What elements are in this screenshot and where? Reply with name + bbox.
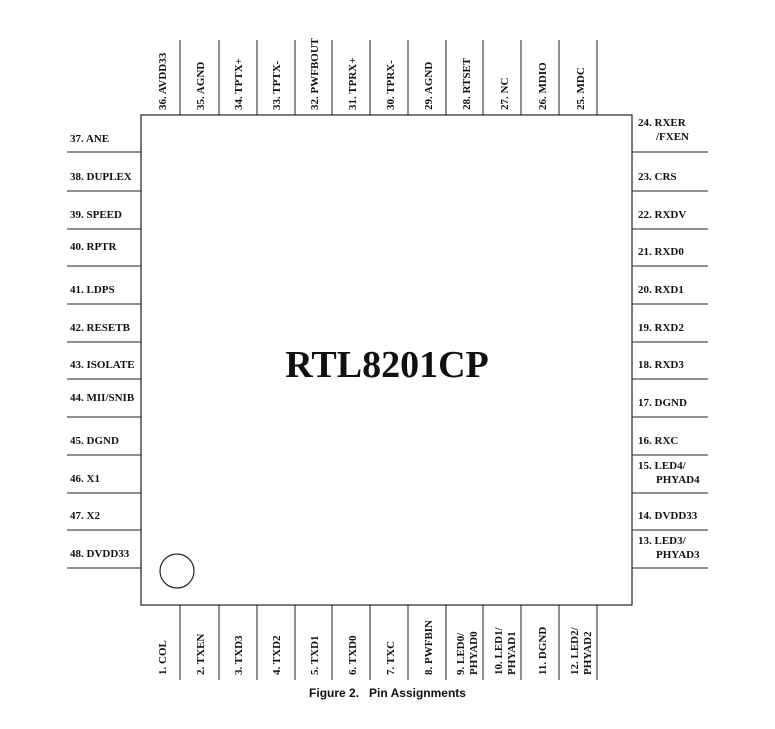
- right-pin-label-22-rxdv: 22. RXDV: [638, 209, 686, 221]
- right-pin-label-16-rxc: 16. RXC: [638, 435, 678, 447]
- pins: 36. AVDD33 35. AGND 34. TPTX+ 33. TPTX- 32. …: [67, 37, 708, 680]
- chip-package: [140, 114, 633, 606]
- bottom-pin-label-11-dgnd: 11. DGND: [537, 627, 549, 675]
- bottom-pin-label-phyad0: PHYAD0: [468, 631, 480, 675]
- right-pin-label-13-led3: 13. LED3/: [638, 535, 687, 547]
- left-pin-label-44-mii-snib: 44. MII/SNIB: [70, 392, 135, 404]
- right-pin-label-fxen: /FXEN: [655, 131, 689, 143]
- right-pin-label-21-rxd0: 21. RXD0: [638, 246, 684, 258]
- left-pin-label-48-dvdd33: 48. DVDD33: [70, 548, 130, 560]
- right-pin-label-phyad4: PHYAD4: [656, 474, 700, 486]
- top-pin-label-33-tptx: 33. TPTX-: [271, 60, 283, 110]
- top-pin-label-25-mdc: 25. MDC: [575, 67, 587, 110]
- left-pin-label-41-ldps: 41. LDPS: [70, 284, 115, 296]
- left-pin-label-43-isolate: 43. ISOLATE: [70, 359, 135, 371]
- top-pin-label-27-nc: 27. NC: [499, 78, 511, 110]
- right-pin-label-14-dvdd33: 14. DVDD33: [638, 510, 698, 522]
- bottom-pin-label-1-col: 1. COL: [157, 640, 169, 675]
- bottom-pin-label-5-txd1: 5. TXD1: [309, 635, 321, 675]
- right-pin-label-20-rxd1: 20. RXD1: [638, 284, 684, 296]
- top-pin-label-36-avdd33: 36. AVDD33: [157, 52, 169, 110]
- figure-caption: Figure 2. Pin Assignments: [309, 686, 466, 700]
- left-pin-label-38-duplex: 38. DUPLEX: [70, 171, 132, 183]
- top-pin-label-30-tprx: 30. TPRX-: [385, 60, 397, 110]
- bottom-pin-label-3-txd3: 3. TXD3: [233, 635, 245, 675]
- right-pin-label-23-crs: 23. CRS: [638, 171, 677, 183]
- bottom-pin-label-7-txc: 7. TXC: [385, 641, 397, 675]
- left-pin-label-39-speed: 39. SPEED: [70, 209, 122, 221]
- bottom-pin-label-6-txd0: 6. TXD0: [347, 635, 359, 675]
- bottom-pin-label-phyad2: PHYAD2: [582, 631, 594, 675]
- left-pin-label-37-ane: 37. ANE: [70, 133, 109, 145]
- top-pin-label-34-tptx: 34. TPTX+: [233, 58, 245, 110]
- top-pin-label-29-agnd: 29. AGND: [423, 62, 435, 110]
- bottom-pin-label-2-txen: 2. TXEN: [195, 634, 207, 675]
- left-pin-label-45-dgnd: 45. DGND: [70, 435, 119, 447]
- right-pin-label-phyad3: PHYAD3: [656, 549, 700, 561]
- left-pin-label-47-x2: 47. X2: [70, 510, 100, 522]
- chip-name: RTL8201CP: [285, 344, 488, 386]
- top-pin-label-31-tprx: 31. TPRX+: [347, 57, 359, 110]
- top-pin-label-32-pwfbout: 32. PWFBOUT: [309, 37, 321, 110]
- top-pin-label-28-rtset: 28. RTSET: [461, 57, 473, 110]
- top-pin-label-26-mdio: 26. MDIO: [537, 62, 549, 110]
- left-pin-label-46-x1: 46. X1: [70, 473, 100, 485]
- top-pin-label-35-agnd: 35. AGND: [195, 62, 207, 110]
- bottom-pin-label-8-pwfbin: 8. PWFBIN: [423, 620, 435, 675]
- bottom-pin-label-4-txd2: 4. TXD2: [271, 635, 283, 675]
- bottom-pin-label-phyad1: PHYAD1: [506, 631, 518, 675]
- right-pin-label-17-dgnd: 17. DGND: [638, 397, 687, 409]
- right-pin-label-15-led4: 15. LED4/: [638, 460, 687, 472]
- bottom-pin-label-9-led0: 9. LED0/: [455, 632, 467, 675]
- bottom-pin-label-10-led1: 10. LED1/: [493, 626, 505, 675]
- pin1-indicator: [159, 553, 195, 589]
- bottom-pin-label-12-led2: 12. LED2/: [569, 626, 581, 675]
- right-pin-label-19-rxd2: 19. RXD2: [638, 322, 684, 334]
- right-pin-label-18-rxd3: 18. RXD3: [638, 359, 684, 371]
- left-pin-label-42-resetb: 42. RESETB: [70, 322, 131, 334]
- right-pin-label-24-rxer: 24. RXER: [638, 117, 687, 129]
- left-pin-label-40-rptr: 40. RPTR: [70, 241, 118, 253]
